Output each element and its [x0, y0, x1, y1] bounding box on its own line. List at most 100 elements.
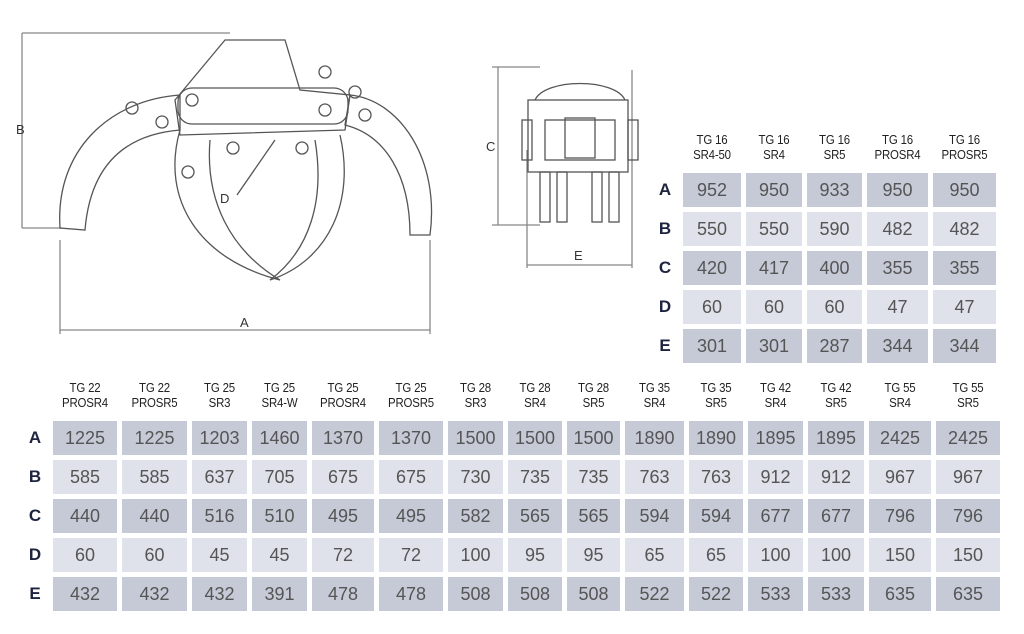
column-header-line1: TG 22	[139, 380, 170, 395]
table-cell: 150	[869, 538, 931, 572]
table-cell: 594	[625, 499, 684, 533]
column-header-line1: TG 28	[519, 380, 551, 395]
table-cell: 522	[689, 577, 743, 611]
row-label: C	[658, 258, 672, 277]
column-header-line1: TG 28	[460, 380, 491, 395]
column-header-line1: TG 16	[882, 132, 913, 147]
table-cell: 565	[567, 499, 620, 533]
table-cell: 550	[746, 212, 802, 246]
table-cell: 150	[936, 538, 1000, 572]
table-cell: 594	[689, 499, 743, 533]
row-label: B	[658, 219, 672, 238]
table-cell: 495	[379, 499, 443, 533]
column-header-line1: TG 25	[395, 380, 427, 395]
table-cell: 344	[933, 329, 996, 363]
table-cell: 1370	[312, 421, 374, 455]
table-cell: 95	[567, 538, 620, 572]
table-cell: 2425	[936, 421, 1000, 455]
table-cell: 482	[867, 212, 928, 246]
column-header-line2: PROSR5	[941, 147, 988, 162]
table-cell: 735	[567, 460, 620, 494]
column-header-line2: SR5	[823, 147, 846, 162]
table-cell: 45	[192, 538, 247, 572]
table-cell: 301	[746, 329, 802, 363]
row-label: D	[28, 545, 42, 564]
table-cell: 417	[746, 251, 802, 285]
table-cell: 478	[379, 577, 443, 611]
column-header-line1: TG 25	[264, 380, 295, 395]
column-header-line1: TG 25	[204, 380, 235, 395]
table-cell: 440	[122, 499, 187, 533]
table-cell: 950	[746, 173, 802, 207]
table-cell: 508	[567, 577, 620, 611]
column-header-line1: TG 35	[700, 380, 732, 395]
table-cell: 60	[53, 538, 117, 572]
table-cell: 1500	[448, 421, 503, 455]
column-header-line2: PROSR4	[874, 147, 921, 162]
table-cell: 635	[936, 577, 1000, 611]
table-cell: 675	[379, 460, 443, 494]
column-header-line1: TG 16	[819, 132, 850, 147]
column-header-line1: TG 25	[327, 380, 359, 395]
column-header-line2: PROSR5	[131, 395, 178, 410]
dimension-label-c: C	[486, 139, 496, 154]
table-cell: 1225	[122, 421, 187, 455]
column-header-line2: SR5	[582, 395, 605, 410]
table-cell: 675	[312, 460, 374, 494]
column-header-line2: PROSR5	[387, 395, 434, 410]
column-header-line2: SR3	[208, 395, 231, 410]
corner-spacer	[652, 124, 678, 168]
table-cell: 582	[448, 499, 503, 533]
table-cell: 1460	[252, 421, 307, 455]
table-cell: 420	[683, 251, 741, 285]
column-header-line2: SR4	[763, 147, 785, 162]
column-header-line2: PROSR4	[61, 395, 108, 410]
column-header-line2: PROSR4	[319, 395, 366, 410]
table-cell: 100	[748, 538, 803, 572]
table-cell: 1890	[625, 421, 684, 455]
table-cell: 432	[192, 577, 247, 611]
row-label: C	[28, 506, 42, 525]
table-cell: 705	[252, 460, 307, 494]
table-cell: 508	[508, 577, 562, 611]
column-header-line2: SR5	[705, 395, 727, 410]
column-header-line1: TG 16	[758, 132, 790, 147]
table-cell: 60	[122, 538, 187, 572]
table-cell: 533	[808, 577, 864, 611]
table-cell: 635	[869, 577, 931, 611]
dimension-label-e: E	[574, 248, 583, 263]
column-header-line1: TG 42	[820, 380, 852, 395]
column-header-line2: SR4-50	[693, 147, 731, 162]
table-cell: 735	[508, 460, 562, 494]
table-cell: 60	[683, 290, 741, 324]
table-cell: 72	[379, 538, 443, 572]
column-header-line1: TG 16	[696, 132, 728, 147]
table-cell: 47	[933, 290, 996, 324]
table-cell: 1500	[508, 421, 562, 455]
table-cell: 637	[192, 460, 247, 494]
table-cell: 2425	[869, 421, 931, 455]
table-cell: 440	[53, 499, 117, 533]
row-label: E	[29, 584, 41, 603]
table-cell: 1203	[192, 421, 247, 455]
table-cell: 1895	[808, 421, 864, 455]
table-cell: 508	[448, 577, 503, 611]
